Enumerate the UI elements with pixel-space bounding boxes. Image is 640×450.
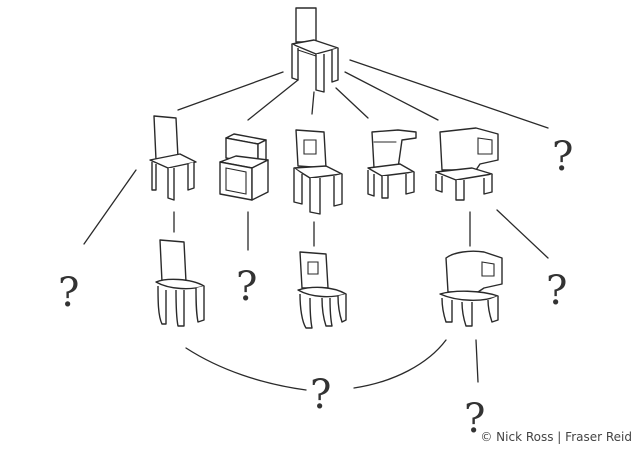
edge-loop-soft-down: [475, 339, 479, 383]
chair-hook-arm: [367, 129, 417, 199]
edges-root: [177, 59, 549, 129]
question-mark-right: ?: [546, 268, 567, 314]
chair-window-back: [293, 129, 343, 215]
chair-cube-frame: [219, 133, 269, 201]
edge-root-1: [177, 71, 284, 111]
edge-root-2: [247, 79, 299, 121]
chair-tall-back: [149, 115, 197, 201]
edge-g1-left-q: [83, 169, 137, 245]
chair-loop-arm: [435, 127, 499, 201]
question-mark-mid-left: ?: [236, 264, 257, 310]
question-mark-top-right: ?: [552, 134, 573, 180]
copyright-credit: © Nick Ross | Fraser Reid: [480, 430, 632, 444]
chair-loop-soft: [439, 250, 503, 327]
edge-root-3: [311, 91, 315, 115]
edge-root-5: [344, 71, 439, 121]
edge-curve-left: [185, 347, 307, 391]
question-mark-bottom-center: ?: [310, 372, 331, 418]
unknown-branch-markers: ? ? ? ? ? ?: [58, 134, 573, 442]
chair-root: [291, 7, 339, 93]
chair-soft-legs: [155, 239, 205, 327]
edge-g1-loop-q: [496, 209, 549, 259]
edge-root-4: [335, 87, 369, 119]
edge-curve-right: [353, 339, 447, 389]
edge-root-6: [349, 59, 549, 129]
question-mark-left: ?: [58, 270, 79, 316]
question-mark-bottom-right: ?: [464, 396, 485, 442]
edges-gen2: [185, 339, 479, 391]
edges-gen1: [83, 169, 549, 259]
chair-window-soft: [297, 251, 347, 329]
